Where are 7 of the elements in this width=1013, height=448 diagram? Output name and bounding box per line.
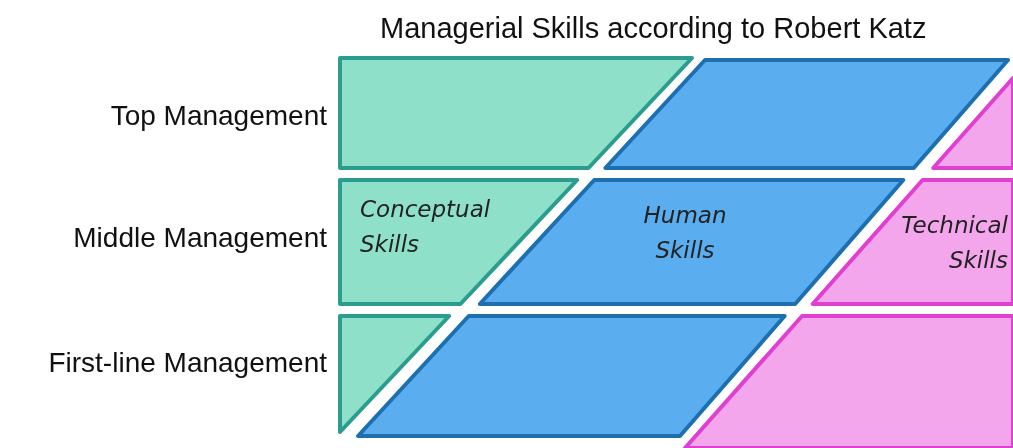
row-label: First-line Management [48, 347, 327, 379]
row-label: Middle Management [73, 222, 327, 254]
skill-label: Human Skills [642, 201, 728, 265]
row-label: Top Management [110, 100, 327, 132]
title: Managerial Skills according to Robert Katz [380, 12, 927, 45]
skill-label: Conceptual Skills [360, 195, 492, 259]
skill-label: Technical Skills [900, 211, 1008, 275]
